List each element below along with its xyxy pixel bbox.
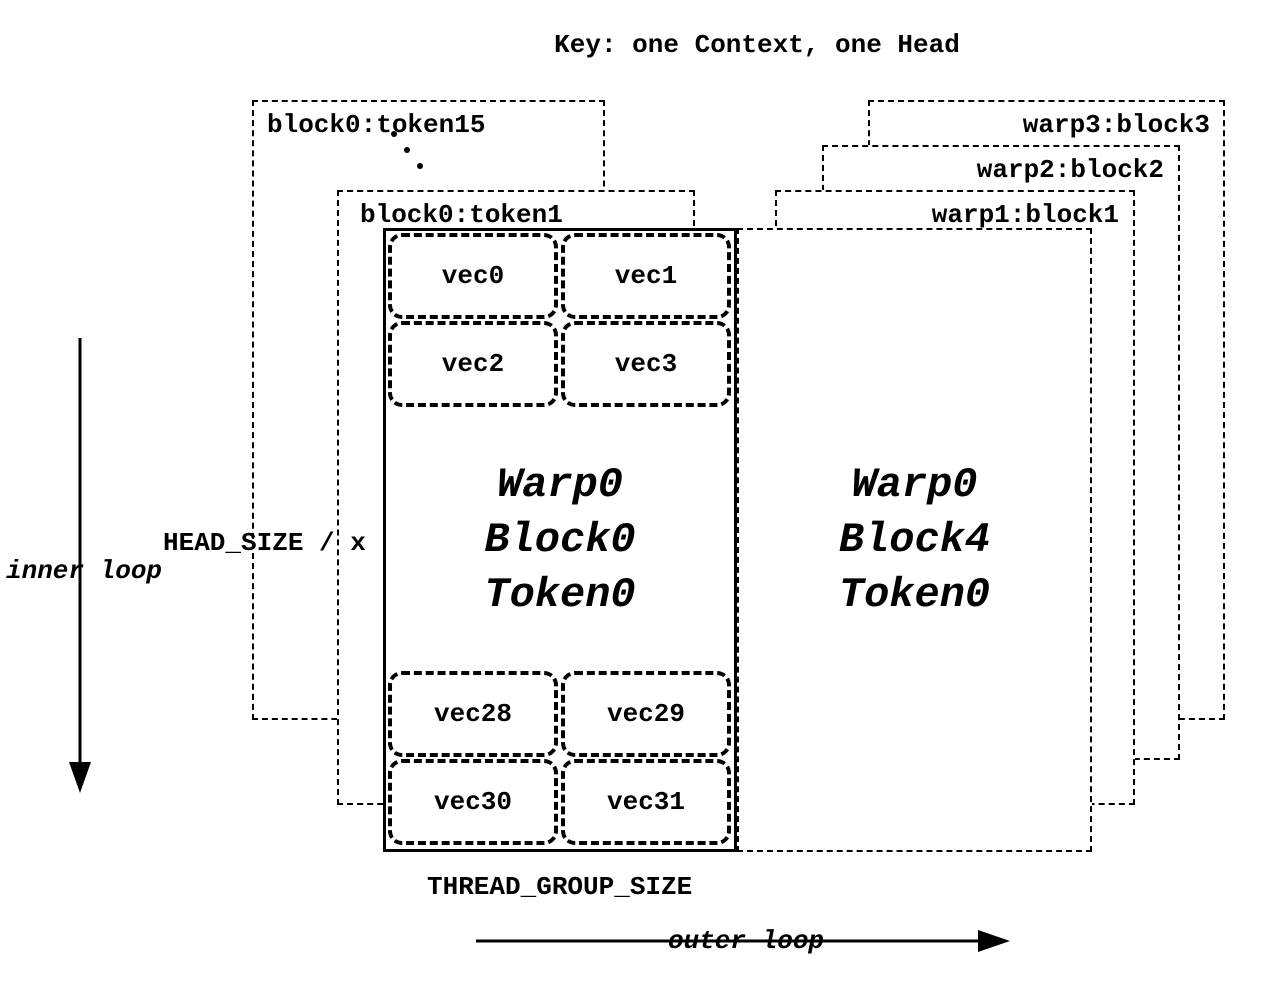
block-title-line: Warp0 (851, 460, 978, 509)
outer-loop-label: outer loop (668, 926, 825, 956)
block-warp0-block4-token0-title: Warp0 Block4 Token0 (839, 458, 990, 623)
ellipsis-dot (417, 163, 423, 169)
layer-label-block0-token15: block0:token15 (267, 110, 486, 140)
block-title-line: Token0 (484, 570, 636, 619)
ellipsis-dot (391, 131, 397, 137)
layer-label-warp1-block1: warp1:block1 (931, 200, 1119, 230)
layer-label-warp3-block3: warp3:block3 (1022, 110, 1210, 140)
diagram-title: Key: one Context, one Head (554, 30, 960, 60)
inner-loop-arrow-icon (69, 338, 91, 793)
vec-cell-vec1: vec1 (561, 233, 731, 319)
block-title-line: Token0 (838, 570, 991, 619)
block-warp0-block0-token0-title: Warp0 Block0 Token0 (484, 458, 635, 623)
vec-cell-vec31: vec31 (561, 759, 731, 845)
vec-cell-vec30: vec30 (388, 759, 558, 845)
layer-label-block0-token1: block0:token1 (360, 200, 563, 230)
block-warp0-block4-token0: Warp0 Block4 Token0 (737, 228, 1092, 852)
outer-loop-arrow-icon (476, 930, 1010, 952)
vec-cell-vec29: vec29 (561, 671, 731, 757)
head-size-label: HEAD_SIZE / x (163, 528, 366, 558)
vec-cell-vec0: vec0 (388, 233, 558, 319)
thread-group-size-label: THREAD_GROUP_SIZE (427, 872, 693, 902)
ellipsis-dot (404, 147, 410, 153)
vec-cell-vec3: vec3 (561, 321, 731, 407)
block-title-line: Block4 (838, 515, 991, 564)
block-title-line: Block0 (484, 515, 636, 564)
layer-label-warp2-block2: warp2:block2 (976, 155, 1164, 185)
block-title-line: Warp0 (496, 460, 623, 509)
inner-loop-label: inner loop (6, 556, 163, 586)
vec-cell-vec2: vec2 (388, 321, 558, 407)
vec-cell-vec28: vec28 (388, 671, 558, 757)
